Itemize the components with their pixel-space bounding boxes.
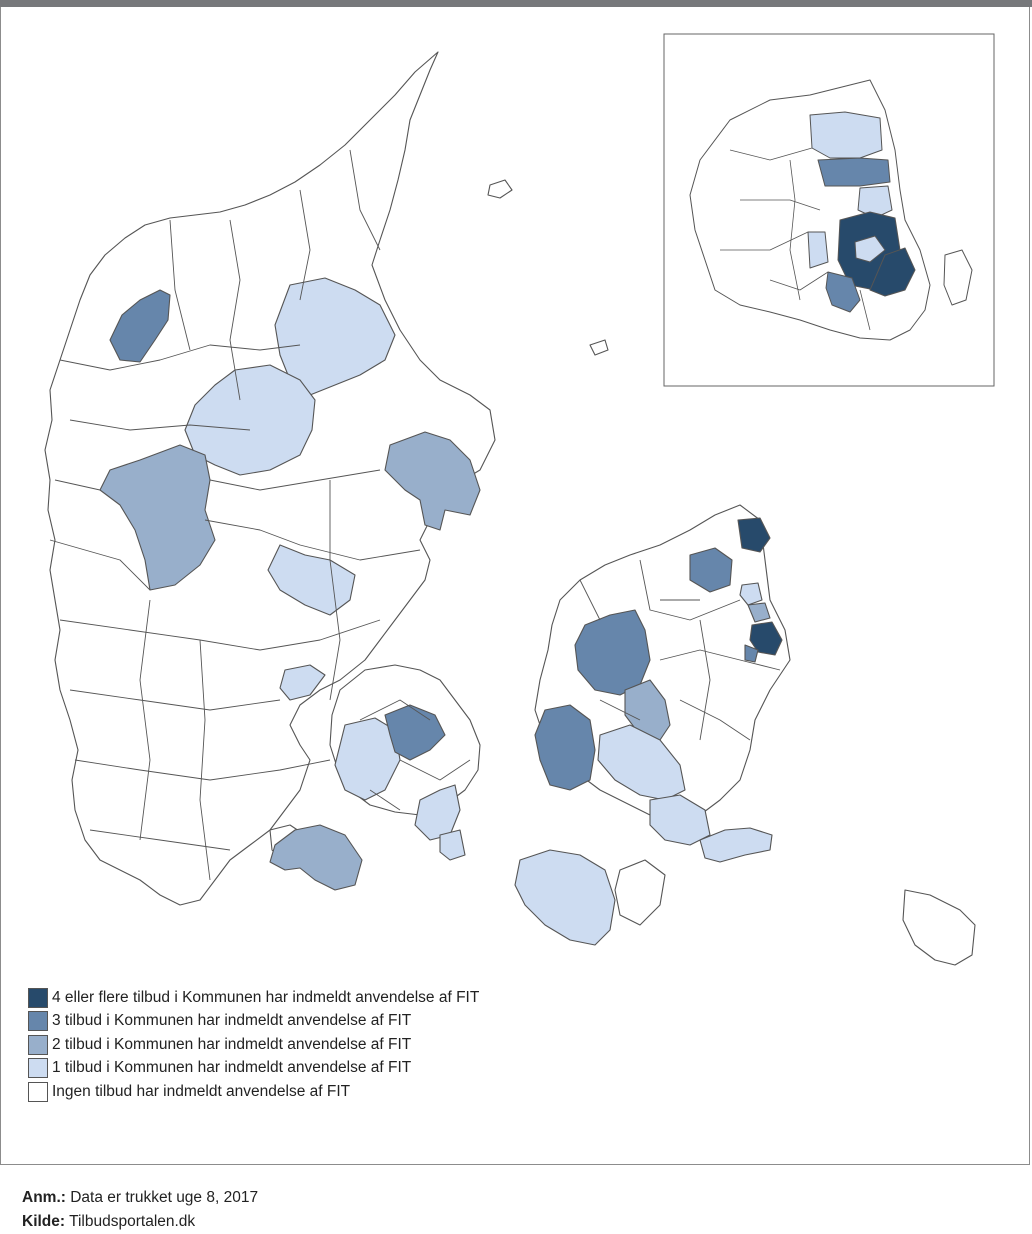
region-shaded-7 (279, 664, 326, 701)
legend-swatch (28, 1081, 48, 1102)
legend-swatch (28, 1034, 48, 1055)
inset-amager (943, 249, 973, 306)
region-shaded-14 (534, 704, 596, 791)
legend-item: 4 eller flere tilbud i Kommunen har indm… (28, 986, 479, 1010)
anholt-landmass (589, 339, 609, 356)
denmark-municipality-map (44, 33, 995, 966)
inset-shaded-3 (857, 185, 893, 219)
inset-shaded-5 (854, 235, 886, 263)
region-shaded-13 (624, 679, 671, 741)
legend-swatch (28, 1058, 48, 1079)
top-bar (0, 0, 1032, 7)
legend-label: 2 tilbud i Kommunen har indmeldt anvende… (52, 1035, 412, 1053)
legend-item: 2 tilbud i Kommunen har indmeldt anvende… (28, 1033, 479, 1057)
inset-shaded-6 (869, 247, 916, 297)
region-shaded-6 (267, 544, 356, 616)
region-shaded-5 (384, 431, 481, 531)
region-shaded-16 (649, 794, 711, 846)
note-anm: Anm.: Data er trukket uge 8, 2017 (22, 1186, 258, 1210)
moen-landmass (699, 827, 773, 863)
inset-borders (720, 147, 871, 331)
region-shaded-3 (184, 364, 316, 476)
inset-shaded-1 (809, 111, 883, 159)
region-shaded-15 (597, 724, 686, 801)
legend-swatch (28, 987, 48, 1008)
region-shaded-19 (739, 582, 763, 606)
note-anm-key: Anm.: (22, 1189, 66, 1206)
municipal-borders-funen (359, 699, 471, 811)
inset-shaded-2 (817, 157, 891, 187)
inset-shaded-8 (807, 231, 829, 269)
bornholm-landmass (902, 889, 976, 966)
inset-copenhagen (663, 33, 995, 387)
legend-label: 1 tilbud i Kommunen har indmeldt anvende… (52, 1059, 412, 1077)
region-shaded-11 (439, 829, 466, 861)
map-legend: 4 eller flere tilbud i Kommunen har indm… (28, 986, 479, 1104)
region-shaded-20 (747, 602, 771, 623)
region-shaded-10 (414, 784, 461, 841)
note-kilde: Kilde: Tilbudsportalen.dk (22, 1210, 258, 1234)
legend-item: Ingen tilbud har indmeldt anvendelse af … (28, 1080, 479, 1104)
municipal-borders-zealand (579, 559, 781, 741)
figure-notes: Anm.: Data er trukket uge 8, 2017 Kilde:… (22, 1186, 258, 1234)
legend-swatch (28, 1011, 48, 1032)
legend-label: 4 eller flere tilbud i Kommunen har indm… (52, 988, 480, 1006)
legend-item: 3 tilbud i Kommunen har indmeldt anvende… (28, 1010, 479, 1034)
falster-landmass (614, 859, 666, 926)
jutland-landmass (44, 51, 496, 906)
region-shaded-1 (109, 289, 171, 363)
note-kilde-text: Tilbudsportalen.dk (69, 1213, 196, 1230)
region-shaded-9 (384, 704, 446, 761)
aeroe-landmass (269, 824, 363, 891)
region-shaded-18 (737, 517, 771, 553)
region-shaded-8 (334, 717, 401, 801)
note-anm-text: Data er trukket uge 8, 2017 (70, 1189, 259, 1206)
legend-item: 1 tilbud i Kommunen har indmeldt anvende… (28, 1057, 479, 1081)
lolland-landmass (514, 849, 616, 946)
region-shaded-21 (749, 621, 783, 656)
municipal-borders-jutland (49, 149, 421, 881)
region-shaded-2 (274, 277, 396, 396)
region-shaded-17 (689, 547, 733, 593)
inset-shaded-7 (825, 271, 861, 313)
legend-label: 3 tilbud i Kommunen har indmeldt anvende… (52, 1012, 412, 1030)
samsoe-landmass (487, 179, 513, 199)
note-kilde-key: Kilde: (22, 1213, 66, 1230)
legend-label: Ingen tilbud har indmeldt anvendelse af … (52, 1082, 351, 1100)
region-shaded-22 (744, 644, 759, 663)
figure-frame (0, 7, 1030, 1165)
